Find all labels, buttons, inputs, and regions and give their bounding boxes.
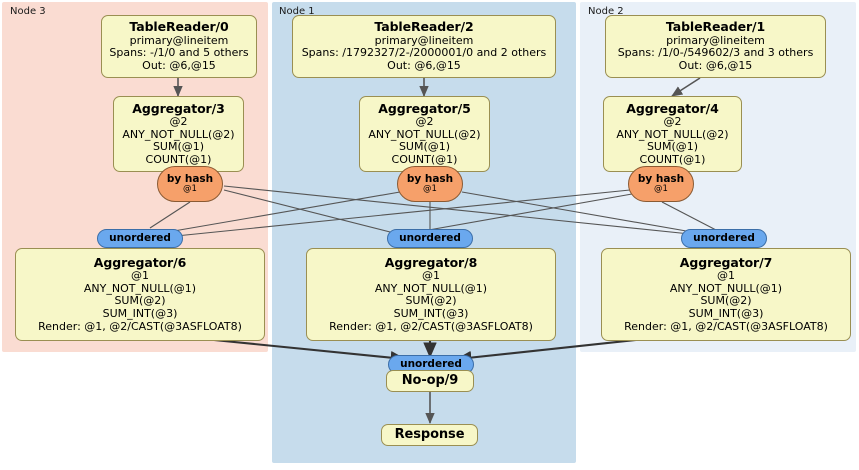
node-tablereader-0[interactable]: TableReader/0 primary@lineitem Spans: -/… [101,15,257,78]
node-line: Out: @6,@15 [387,59,461,72]
node-line: @2 [663,114,682,128]
node-line: SUM_INT(@3) [393,307,469,320]
router-label: by hash [406,173,454,186]
node-line: ANY_NOT_NULL(@2) [616,127,729,141]
node-aggregator-7[interactable]: Aggregator/7 @1 ANY_NOT_NULL(@1) SUM(@2)… [601,248,851,341]
node-title: Aggregator/8 [384,254,478,270]
node-line: SUM(@1) [152,140,205,154]
synchronizer-label: unordered [693,231,755,244]
node-title: Response [394,426,465,442]
node-line: COUNT(@1) [639,152,706,166]
node-line: Spans: -/1/0 and 5 others [109,46,249,60]
synchronizer-unordered-right[interactable]: unordered [681,229,767,248]
synchronizer-unordered-left[interactable]: unordered [97,229,183,248]
synchronizer-label: unordered [109,231,171,244]
node-line: COUNT(@1) [391,152,458,166]
node-line: Render: @1, @2/CAST(@3ASFLOAT8) [329,319,533,333]
node-noop-9[interactable]: No-op/9 [386,370,474,392]
router-by-hash-right[interactable]: by hash @1 [628,166,694,202]
node-line: @1 [131,269,149,283]
router-label: by hash [166,173,214,186]
node-line: ANY_NOT_NULL(@2) [368,127,481,141]
node-aggregator-3[interactable]: Aggregator/3 @2 ANY_NOT_NULL(@2) SUM(@1)… [113,96,244,172]
node-title: Aggregator/5 [378,100,471,116]
node-line: Spans: /1792327/2-/2000001/0 and 2 other… [301,46,547,60]
node-line: Out: @6,@15 [142,59,216,72]
node-line: SUM(@2) [405,294,457,308]
node-line: @2 [169,114,188,128]
node-line: @1 [422,269,440,283]
node-line: primary@lineitem [666,33,765,47]
synchronizer-label: unordered [399,231,461,244]
node-title: Aggregator/7 [679,254,773,270]
synchronizer-unordered-center[interactable]: unordered [387,229,473,248]
node-title: TableReader/0 [129,19,229,35]
router-label: by hash [637,173,685,186]
node-line: SUM(@2) [114,294,166,308]
node-line: SUM(@2) [700,294,752,308]
node-title: TableReader/1 [665,19,766,35]
node-line: Spans: /1/0-/549602/3 and 3 others [617,46,814,60]
node-line: SUM_INT(@3) [688,307,764,320]
node-aggregator-6[interactable]: Aggregator/6 @1 ANY_NOT_NULL(@1) SUM(@2)… [15,248,265,341]
node-line: Render: @1, @2/CAST(@3ASFLOAT8) [624,319,828,333]
router-sublabel: @1 [183,184,197,195]
node-line: ANY_NOT_NULL(@1) [374,281,488,295]
node-line: ANY_NOT_NULL(@1) [83,281,197,295]
node-title: No-op/9 [401,372,459,388]
node-line: SUM(@1) [398,140,451,154]
node-title: Aggregator/3 [132,100,225,116]
router-sublabel: @1 [423,184,437,195]
node-line: @2 [415,114,434,128]
node-aggregator-5[interactable]: Aggregator/5 @2 ANY_NOT_NULL(@2) SUM(@1)… [359,96,490,172]
node-line: Out: @6,@15 [678,59,753,72]
node-line: @1 [717,269,735,283]
node-line: SUM(@1) [646,140,699,154]
node-line: primary@lineitem [374,33,474,47]
node-title: TableReader/2 [374,19,474,35]
node-line: ANY_NOT_NULL(@1) [669,281,783,295]
router-by-hash-center[interactable]: by hash @1 [397,166,463,202]
router-by-hash-left[interactable]: by hash @1 [157,166,223,202]
node-tablereader-1[interactable]: TableReader/1 primary@lineitem Spans: /1… [605,15,826,78]
node-line: primary@lineitem [129,33,229,47]
node-aggregator-4[interactable]: Aggregator/4 @2 ANY_NOT_NULL(@2) SUM(@1)… [603,96,742,172]
panel-node2-label: Node 2 [588,6,624,17]
router-sublabel: @1 [654,184,668,195]
node-tablereader-2[interactable]: TableReader/2 primary@lineitem Spans: /1… [292,15,556,78]
node-response[interactable]: Response [381,424,478,446]
node-title: Aggregator/4 [626,100,719,116]
node-line: Render: @1, @2/CAST(@3ASFLOAT8) [38,319,242,333]
panel-node3-label: Node 3 [10,6,46,17]
panel-node1-label: Node 1 [279,6,315,17]
node-line: SUM_INT(@3) [102,307,178,320]
node-line: ANY_NOT_NULL(@2) [122,127,235,141]
node-aggregator-8[interactable]: Aggregator/8 @1 ANY_NOT_NULL(@1) SUM(@2)… [306,248,556,341]
node-title: Aggregator/6 [93,254,187,270]
node-line: COUNT(@1) [145,152,212,166]
synchronizer-label: unordered [400,357,462,370]
